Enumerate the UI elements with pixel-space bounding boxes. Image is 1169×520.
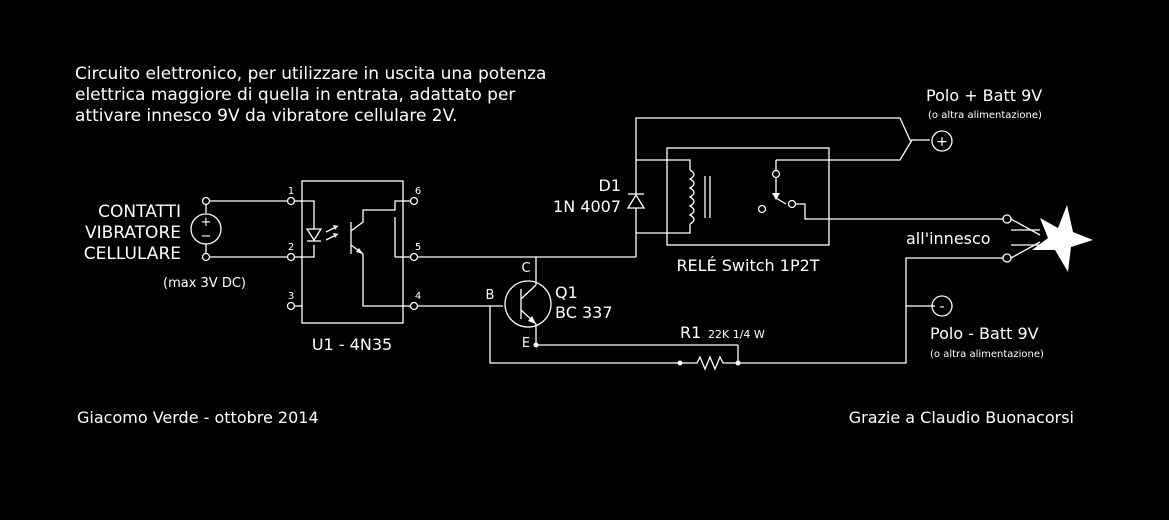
- led-wiring: [302, 200, 315, 258]
- output-terminal-top: [1002, 214, 1012, 224]
- transistor-model: BC 337: [555, 303, 613, 322]
- wire-diode-bottom: [635, 232, 667, 257]
- led-triangle: [305, 228, 323, 242]
- wire-relay-plus: [829, 139, 913, 161]
- transistor-q1: C B E Q1 BC 337: [486, 261, 613, 351]
- battery-minus-label: Polo - Batt 9V: [930, 324, 1039, 343]
- relay-contact-nc: [757, 204, 767, 214]
- diode-triangle: [626, 193, 646, 209]
- description-block: Circuito elettronico, per utilizzare in …: [75, 64, 546, 126]
- collector-label: C: [521, 261, 530, 276]
- resistor-r1: R1 22K 1/4 W: [536, 323, 765, 371]
- diode-model: 1N 4007: [553, 197, 621, 216]
- source-plus-sign: +: [201, 215, 212, 230]
- transistor-circle: [504, 280, 552, 328]
- battery-plus-terminal: + Polo + Batt 9V (o altra alimentazione): [926, 86, 1042, 152]
- plus-symbol: +: [936, 134, 948, 150]
- credit-author: Giacomo Verde - ottobre 2014: [77, 408, 319, 427]
- resistor-ref: R1: [680, 323, 701, 342]
- pin-3-label: 3: [288, 291, 294, 302]
- resistor-zigzag: [680, 355, 738, 371]
- optocoupler-body: [301, 180, 404, 324]
- battery-plus-note: (o altra alimentazione): [928, 110, 1042, 121]
- wire-base-resistor: [489, 306, 680, 364]
- input-note: (max 3V DC): [163, 276, 246, 291]
- igniter-star-icon: [1032, 205, 1093, 272]
- relay-coil: [688, 169, 695, 225]
- wire-to-plus: [635, 117, 930, 160]
- diode-d1: D1 1N 4007: [553, 160, 667, 257]
- pin-1-label: 1: [288, 186, 294, 197]
- relay-label: RELÉ Switch 1P2T: [676, 256, 819, 275]
- optocoupler-4n35: 1 2 3 5 4 6 U1 - 4N35: [286, 180, 421, 354]
- relay-contact-common: [771, 169, 781, 179]
- battery-minus-note: (o altra alimentazione): [930, 349, 1044, 360]
- credit-thanks: Grazie a Claudio Buonacorsi: [849, 408, 1074, 427]
- input-label: CONTATTI VIBRATORE CELLULARE (max 3V DC): [84, 202, 246, 291]
- relay-body: [666, 147, 830, 246]
- phototransistor-emitter: [350, 244, 403, 307]
- input-label-line-3: CELLULARE: [84, 244, 181, 264]
- input-label-line-1: CONTATTI: [98, 202, 181, 222]
- battery-plus-label: Polo + Batt 9V: [926, 86, 1042, 105]
- output-label: all'innesco: [906, 229, 991, 248]
- optocoupler-label: U1 - 4N35: [312, 335, 392, 354]
- input-terminal-top: [201, 196, 211, 206]
- pin-6-label: 6: [415, 186, 421, 197]
- emitter-label: E: [522, 336, 530, 351]
- pin-5-label: 5: [415, 242, 421, 253]
- input-source: + −: [190, 196, 287, 262]
- pin-2-label: 2: [288, 242, 294, 253]
- output-igniter: all'innesco: [905, 205, 1093, 306]
- battery-minus-terminal: - Polo - Batt 9V (o altra alimentazione): [930, 295, 1044, 360]
- relay-contact-no: [787, 199, 797, 209]
- phototransistor-collector: [350, 200, 403, 232]
- wire-minus-output: [905, 257, 1003, 306]
- source-minus-sign: −: [201, 229, 212, 244]
- description-line-3: attivare innesco 9V da vibratore cellula…: [75, 106, 457, 126]
- wire-to-minus: [738, 305, 935, 364]
- minus-circle: [931, 295, 953, 317]
- resistor-value: 22K 1/4 W: [708, 328, 765, 341]
- base-label: B: [486, 288, 495, 303]
- plus-circle: [931, 130, 953, 152]
- relay-switch: RELÉ Switch 1P2T: [666, 147, 830, 275]
- coil-wiring: [667, 159, 691, 234]
- output-terminal-bottom: [1002, 253, 1012, 263]
- input-label-line-2: VIBRATORE: [85, 223, 181, 243]
- input-terminal-bottom: [201, 252, 211, 262]
- description-line-2: elettrica maggiore di quella in entrata,…: [75, 85, 515, 105]
- description-line-1: Circuito elettronico, per utilizzare in …: [75, 64, 546, 84]
- transistor-ref: Q1: [555, 283, 578, 302]
- diode-ref: D1: [599, 176, 622, 195]
- relay-output-wire: [796, 203, 829, 220]
- minus-symbol: -: [939, 299, 944, 315]
- pin-4-label: 4: [415, 291, 421, 302]
